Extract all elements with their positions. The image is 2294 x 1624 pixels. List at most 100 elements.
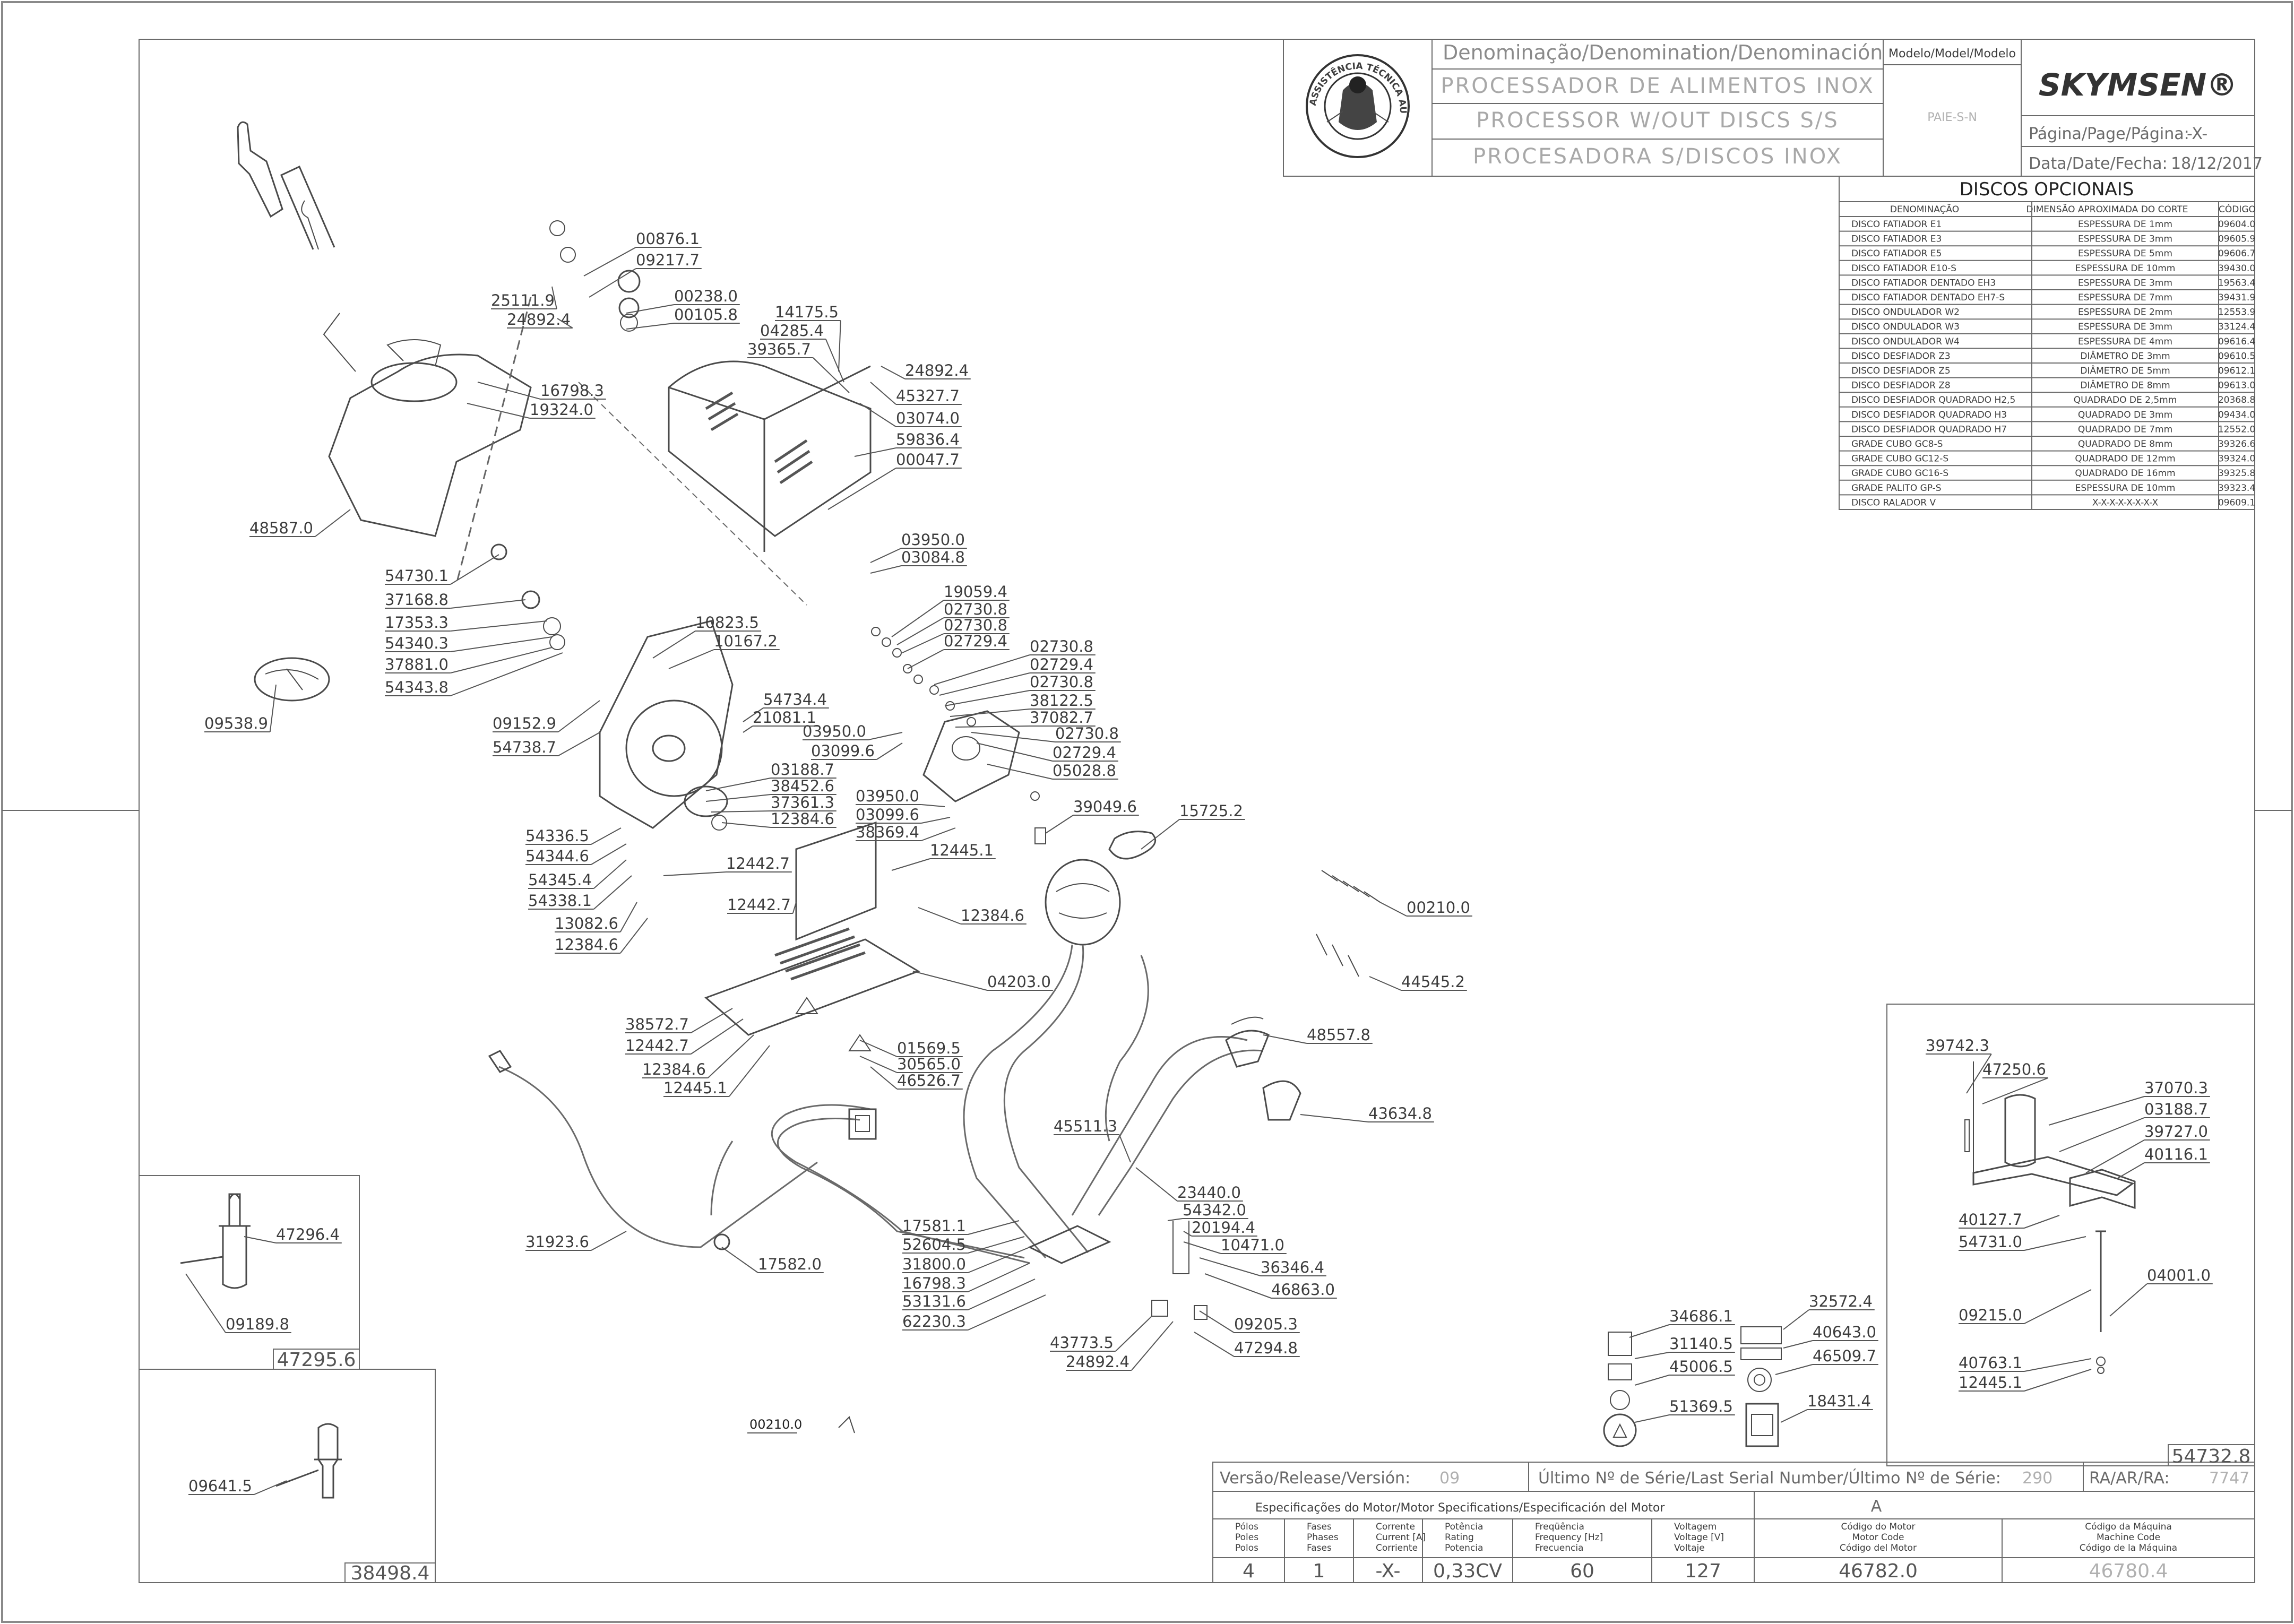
label-leader-line: [987, 764, 1053, 780]
disc-row-name: DISCO FATIADOR E1: [1851, 219, 1942, 230]
part-number-label: 52604.5: [902, 1236, 966, 1254]
disc-row-code: 39324.0: [2218, 454, 2255, 464]
part-number-label: 54731.0: [1959, 1233, 2022, 1251]
part-number-label: 12445.1: [663, 1079, 727, 1097]
motor-col-header: Poles: [1235, 1532, 1258, 1543]
warning-label-icon: [1603, 1413, 1637, 1447]
disc-row-code: 19563.4: [2218, 278, 2255, 288]
part-number-label: 00105.8: [674, 306, 738, 324]
motor-col-value: 46780.4: [2089, 1560, 2168, 1582]
disc-row-code: 09609.1: [2218, 497, 2255, 508]
disc-row-name: GRADE PALITO GP-S: [1851, 483, 1942, 494]
label-leader-line: [721, 822, 771, 828]
disc-row-dimension: QUADRADO DE 2,5mm: [2074, 395, 2177, 405]
seal-text: ASSISTÊNCIA TÉCNICA AUTORIZADA: [0, 0, 1408, 114]
ra-value: 7747: [2209, 1469, 2249, 1488]
label-leader-line: [825, 339, 844, 383]
label-leader-line: [950, 709, 1030, 717]
motor-col-value: 4: [1243, 1560, 1255, 1582]
part-number-label: 19059.4: [944, 583, 1007, 601]
label-leader-line: [870, 382, 896, 405]
label-leader-line: [450, 620, 547, 632]
label-leader-line: [711, 810, 771, 813]
label-leader-line: [1194, 1332, 1235, 1357]
disc-row-dimension: ESPESSURA DE 10mm: [2075, 263, 2176, 274]
label-leader-line: [868, 732, 903, 740]
disc-row-code: 09604.0: [2218, 219, 2255, 230]
clip-arrow-code: 00210.0: [749, 1417, 802, 1432]
disc-row-name: GRADE CUBO GC8-S: [1851, 439, 1943, 450]
part-number-label: 38572.7: [625, 1015, 689, 1033]
label-leader-line: [859, 1056, 898, 1073]
detail-box-54732-code: 54732.8: [2172, 1446, 2251, 1467]
release-label: Versão/Release/Versión:: [1220, 1469, 1410, 1488]
motor-col-header: Voltaje: [1674, 1543, 1705, 1553]
part-number-label: 03099.6: [811, 742, 875, 760]
label-leader-line: [1783, 1309, 1809, 1330]
part-number-label: 30565.0: [897, 1055, 961, 1073]
motor-col-header: Frecuencia: [1535, 1543, 1583, 1553]
disc-row-code: 09605.9: [2218, 234, 2255, 245]
part-number-label: 44545.2: [1401, 973, 1465, 991]
label-leader-line: [939, 672, 1030, 696]
belt-part: [1108, 831, 1157, 860]
label-leader-line: [876, 742, 903, 760]
disc-row-name: DISCO FATIADOR DENTADO EH7-S: [1851, 292, 2005, 303]
label-leader-line: [2117, 1162, 2145, 1179]
disc-row-name: DISCO DESFIADOR Z3: [1851, 351, 1951, 361]
part-number-label: 40116.1: [2144, 1145, 2208, 1163]
label-leader-line: [620, 918, 648, 954]
label-plate-icon: [1745, 1403, 1779, 1447]
part-number-label: 53131.6: [902, 1292, 966, 1310]
label-leader-line: [2109, 1283, 2148, 1317]
part-number-label: 12384.6: [642, 1060, 706, 1078]
label-leader-line: [968, 1294, 1046, 1331]
label-leader-line: [1263, 1034, 1307, 1044]
part-number-label: 17582.0: [758, 1255, 822, 1273]
part-number-label: 02730.8: [944, 600, 1007, 618]
motor-col-header: Phases: [1307, 1532, 1339, 1543]
part-number-label: 20194.4: [1192, 1219, 1255, 1237]
part-number-label: 37168.8: [385, 591, 449, 609]
label-leader-line: [870, 1066, 898, 1090]
label-leader-line: [1775, 1364, 1813, 1375]
part-number-label: 43634.8: [1368, 1104, 1432, 1122]
discs-col-name: DENOMINAÇÃO: [1890, 203, 1959, 215]
bracket-part: [922, 710, 1020, 802]
label-leader-line: [2085, 1139, 2145, 1173]
label-leader-line: [955, 725, 1030, 728]
part-number-label: 54340.3: [385, 634, 449, 652]
serial-label: Último Nº de Série/Last Serial Number/Úl…: [1538, 1468, 2001, 1488]
label-leader-line: [729, 1045, 770, 1097]
part-number-label: 09538.9: [204, 714, 268, 732]
label-leader-line: [827, 468, 896, 510]
label-leader-line: [315, 509, 351, 537]
part-number-label: 37361.3: [771, 793, 834, 811]
part-number-label: 23440.0: [1177, 1184, 1241, 1202]
part-number-label: 24892.4: [507, 310, 571, 329]
label-leader-line: [619, 902, 637, 932]
part-number-label: 32572.4: [1809, 1292, 1873, 1310]
label-leader-line: [743, 707, 764, 722]
part-number-label: 10823.5: [695, 614, 759, 632]
part-number-label: 46509.7: [1813, 1347, 1876, 1365]
product-name-es: PROCESADORA S/DISCOS INOX: [1473, 144, 1842, 169]
disc-row-code: 39430.0: [2218, 263, 2255, 274]
circuit-board-part: [1028, 1225, 1111, 1264]
motor-col-header: Machine Code: [2097, 1532, 2160, 1543]
part-number-label: 12384.6: [555, 936, 618, 954]
part-number-label: 09215.0: [1959, 1306, 2022, 1324]
disc-row-name: DISCO ONDULADOR W2: [1851, 307, 1960, 318]
label-leader-line: [2048, 1096, 2145, 1126]
part-number-label: 31140.5: [1669, 1335, 1733, 1353]
label-leader-line: [934, 654, 1030, 685]
part-number-label: 02729.4: [1030, 655, 1093, 673]
label-leader-line: [591, 827, 622, 845]
discs-col-code: CÓDIGO: [2219, 203, 2256, 215]
disc-row-name: DISCO DESFIADOR QUADRADO H3: [1851, 410, 2007, 420]
part-number-label: 37881.0: [385, 655, 449, 673]
motor-spec-label: Especificações do Motor/Motor Specificat…: [1255, 1501, 1665, 1515]
part-number-label: 09152.9: [493, 714, 556, 732]
part-number-label: 48587.0: [249, 519, 313, 537]
